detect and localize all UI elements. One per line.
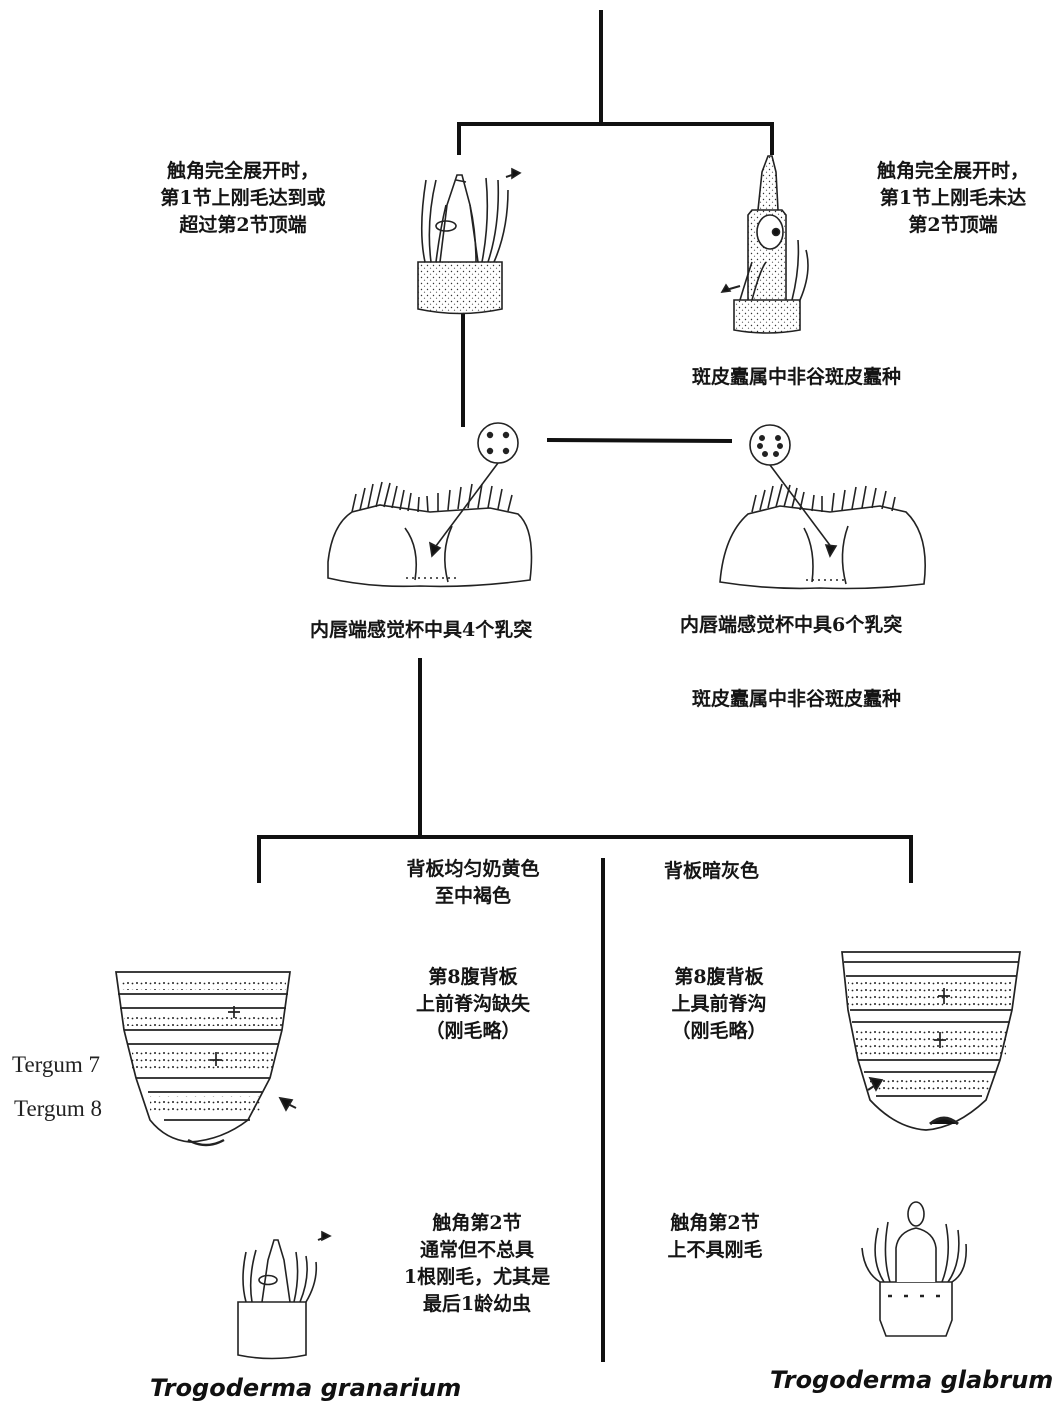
tergum7-label: Tergum 7	[12, 1052, 100, 1078]
nonkhapra-note-1: 斑皮蠹属中非谷斑皮蠹种	[692, 364, 901, 391]
left-antenna-caption: 触角完全展开时， 第1节上刚毛达到或 超过第2节顶端	[128, 158, 358, 239]
right-tergum8-caption: 第8腹背板 上具前脊沟 （刚毛略）	[644, 964, 794, 1045]
abdomen-illustration-left	[116, 972, 296, 1145]
nonkhapra-note-2: 斑皮蠹属中非谷斑皮蠹种	[692, 686, 901, 713]
left-tergum8-line-3: （刚毛略）	[388, 1018, 558, 1045]
left-tergite-color-line-2: 至中褐色	[378, 883, 568, 910]
species-name-left: Trogoderma granarium	[150, 1374, 461, 1402]
epipharynx-bridge	[549, 440, 730, 441]
right-tergum8-line-1: 第8腹背板	[644, 964, 794, 991]
antenna-illustration-right	[722, 156, 808, 333]
left-tergite-color-caption: 背板均匀奶黄色 至中褐色	[378, 856, 568, 910]
right-tergum8-line-3: （刚毛略）	[644, 1018, 794, 1045]
antenna-illustration-left	[418, 169, 520, 314]
right-antenna-line-3: 第2节顶端	[848, 212, 1054, 239]
abdomen-illustration-right	[842, 952, 1020, 1130]
epipharynx-left-caption: 内唇端感觉杯中具4个乳突	[310, 617, 532, 644]
sensory-cup-right	[750, 425, 790, 465]
left-tergum8-line-2: 上前脊沟缺失	[388, 991, 558, 1018]
right-tergite-color-caption: 背板暗灰色	[664, 858, 759, 885]
right-antenna2-line-1: 触角第2节	[640, 1210, 790, 1237]
sensory-cup-left	[478, 423, 518, 463]
species-name-right: Trogoderma glabrum	[770, 1366, 1053, 1394]
left-tergum8-caption: 第8腹背板 上前脊沟缺失 （刚毛略）	[388, 964, 558, 1045]
left-antenna-line-2: 第1节上刚毛达到或	[128, 185, 358, 212]
right-antenna2-line-2: 上不具刚毛	[640, 1237, 790, 1264]
left-antenna-line-3: 超过第2节顶端	[128, 212, 358, 239]
antenna-segment-illustration-left	[238, 1232, 330, 1359]
left-tergite-color-line-1: 背板均匀奶黄色	[378, 856, 568, 883]
right-antenna2-caption: 触角第2节 上不具刚毛	[640, 1210, 790, 1264]
epipharynx-illustration-right	[720, 465, 925, 589]
right-antenna-caption: 触角完全展开时， 第1节上刚毛未达 第2节顶端	[848, 158, 1054, 239]
right-antenna-line-1: 触角完全展开时，	[848, 158, 1054, 185]
left-antenna2-line-2: 通常但不总具	[382, 1237, 572, 1264]
right-antenna-line-2: 第1节上刚毛未达	[848, 185, 1054, 212]
right-tergum8-line-2: 上具前脊沟	[644, 991, 794, 1018]
left-antenna2-line-1: 触角第2节	[382, 1210, 572, 1237]
epipharynx-right-caption: 内唇端感觉杯中具6个乳突	[680, 612, 902, 639]
tergum8-label: Tergum 8	[14, 1096, 102, 1122]
left-tergum8-line-1: 第8腹背板	[388, 964, 558, 991]
left-antenna-line-1: 触角完全展开时，	[128, 158, 358, 185]
antenna-segment-illustration-right	[862, 1202, 966, 1336]
left-antenna2-line-3: 1根刚毛，尤其是	[382, 1264, 572, 1291]
left-antenna2-line-4: 最后1龄幼虫	[382, 1291, 572, 1318]
left-antenna2-caption: 触角第2节 通常但不总具 1根刚毛，尤其是 最后1龄幼虫	[382, 1210, 572, 1318]
epipharynx-illustration-left	[328, 463, 532, 586]
